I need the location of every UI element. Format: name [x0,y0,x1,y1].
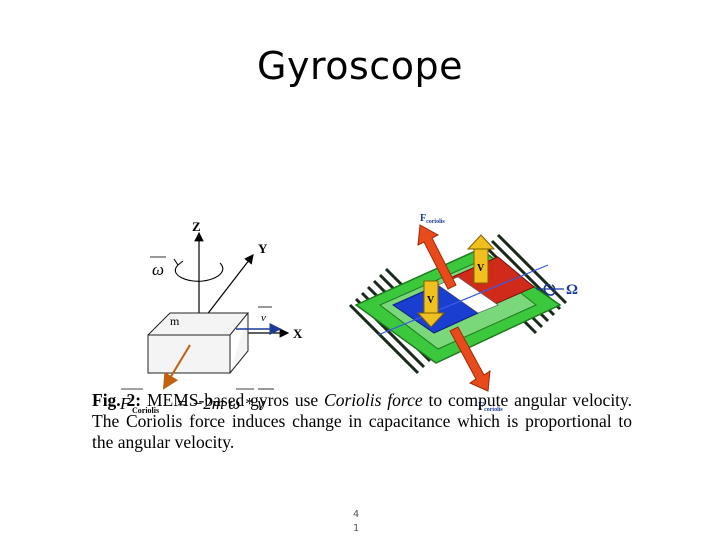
velocity-arrow-2: V [466,234,496,284]
page-number: 4 1 [346,508,366,536]
page-number-line2: 1 [352,523,360,534]
velocity-label: v [261,312,266,324]
coriolis-box-diagram: Z Y X ω m v F Coriolis = −2m ω * v [119,219,303,415]
coriolis-arrow-top [417,224,457,290]
formula-rhs: = −2m ω * v [176,394,265,413]
mems-structure-diagram: V V Ω Fcoriolis Fcoriolis [348,213,578,413]
caption-text-b: to compute angular velocity. The Corioli… [92,390,633,452]
x-axis-label: X [293,326,303,341]
v-label-1: V [427,295,435,306]
caption-text-a: MEMS-based gyros use [147,390,319,410]
omega-label: ω [152,260,164,279]
f-coriolis-top: Fcoriolis [420,213,445,225]
formula-lhs: F [119,394,131,413]
mass-label: m [170,314,180,328]
coriolis-force-arrow [162,344,191,390]
mass-box [147,312,250,374]
mems-gyro-figure: Z Y X ω m v F Coriolis = −2m ω * v [119,213,578,415]
caption-fig-label: Fig. 2: [92,390,142,410]
omega-cap-label: Ω [566,282,578,298]
f-coriolis-bottom: Fcoriolis [478,401,503,413]
omega-rotation-icon [543,283,556,296]
velocity-arrow-1: V [416,280,446,328]
caption-emphasis: Coriolis force [324,390,423,410]
figure-caption: Fig. 2: MEMS-based gyros use Coriolis fo… [92,390,632,453]
v-label-2: V [477,263,485,274]
y-axis-label: Y [258,241,268,256]
z-axis-label: Z [192,219,201,234]
rotation-arc [175,262,224,282]
slide-title: Gyroscope [257,44,463,88]
formula-subscript: Coriolis [132,406,159,415]
page-number-line1: 4 [352,509,360,520]
coriolis-arrow-bottom [449,326,491,392]
